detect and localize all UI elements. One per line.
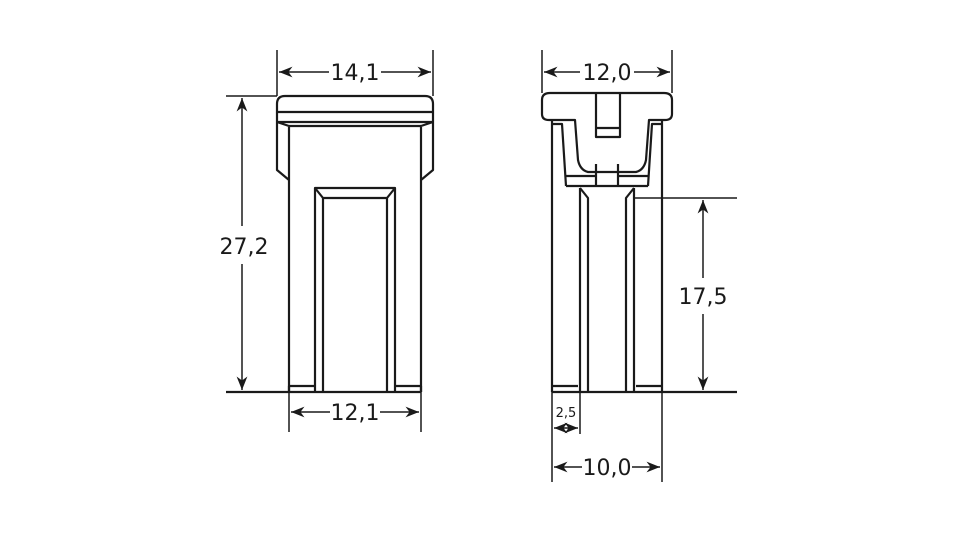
side-feet: [552, 384, 737, 394]
side-terminal-width-label: 2,5: [556, 406, 577, 421]
side-terminals: [578, 187, 636, 392]
side-terminal-length-label: 17,5: [679, 285, 728, 310]
side-center-tab: [594, 93, 622, 139]
side-width-top-label: 12,0: [583, 61, 632, 86]
front-body: [275, 112, 435, 392]
front-width-bottom-label: 12,1: [331, 401, 380, 426]
front-height-label: 27,2: [220, 235, 269, 260]
side-body: [550, 120, 664, 392]
side-width-bottom-label: 10,0: [583, 456, 632, 481]
front-width-top-label: 14,1: [331, 61, 380, 86]
side-view: 12,0 17,5 2,5 10,0: [540, 50, 737, 482]
front-cap: [275, 94, 435, 114]
side-cap: [540, 91, 674, 174]
front-slot: [313, 186, 397, 392]
front-view: 14,1 27,2 12,1: [220, 50, 435, 432]
